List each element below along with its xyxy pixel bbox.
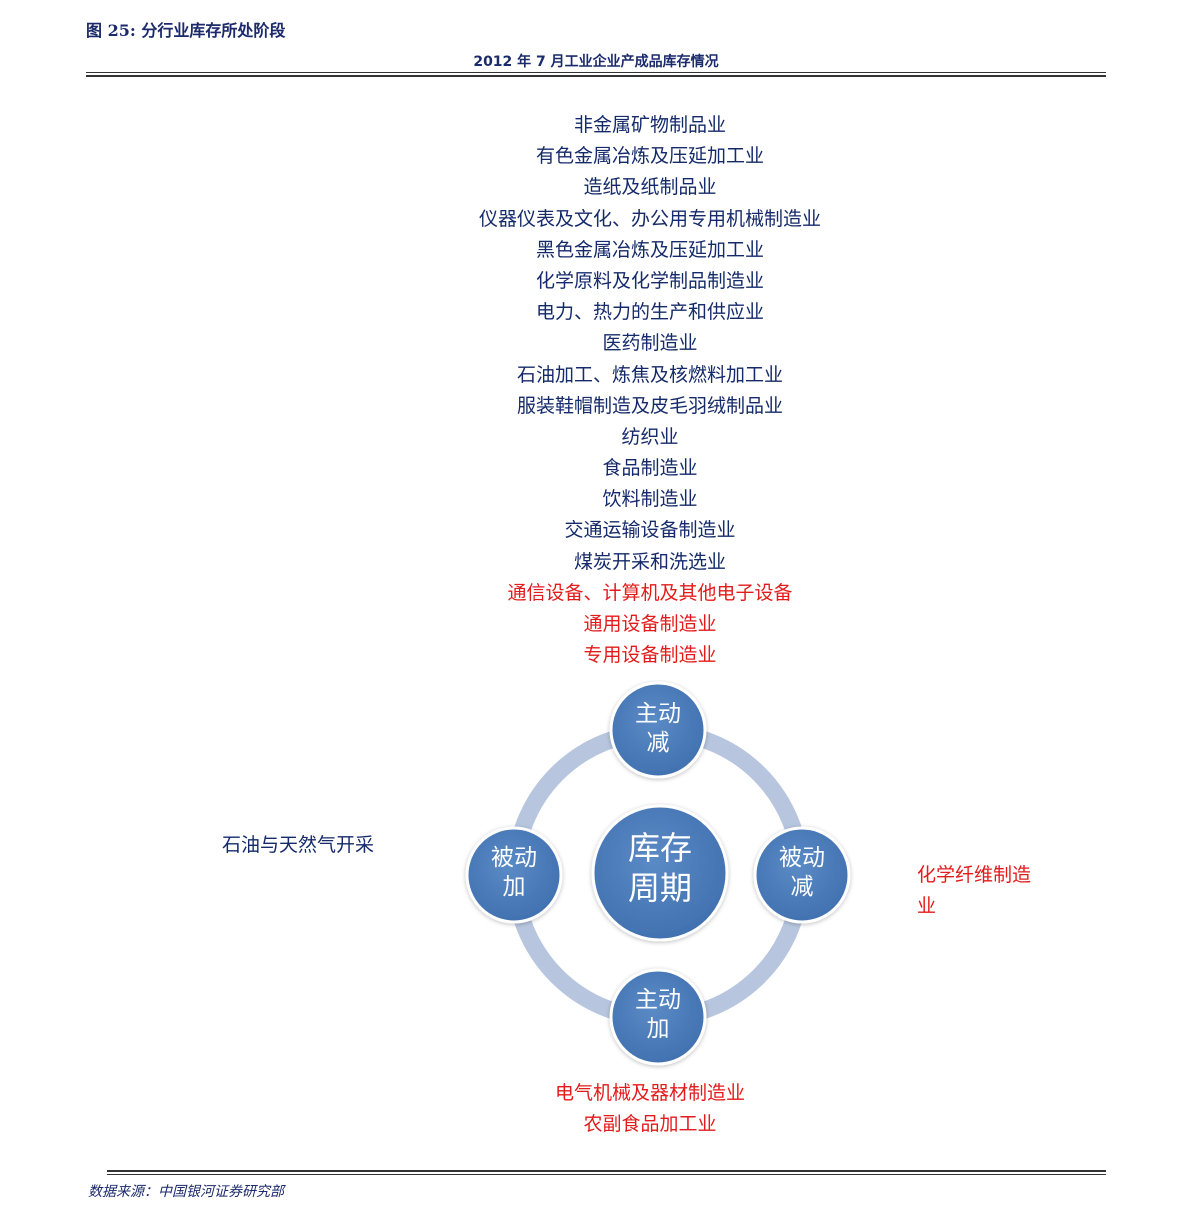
header-rule xyxy=(86,72,1106,73)
node-left xyxy=(465,826,563,924)
center-label: 库存 周期 xyxy=(590,828,730,908)
industry-item: 化学原料及化学制品制造业 xyxy=(535,269,764,292)
node-right-line-1: 被动 xyxy=(779,845,825,871)
center-label-line-1: 库存 xyxy=(627,829,692,867)
industry-item: 仪器仪表及文化、办公用专用机械制造业 xyxy=(478,207,821,230)
bottom-industry-item: 电气机械及器材制造业 xyxy=(554,1082,745,1104)
industry-item: 黑色金属冶炼及压延加工业 xyxy=(535,238,764,261)
node-top-line-1: 主动 xyxy=(635,701,681,727)
inventory-cycle-diagram: 库存 周期 主动 减 被动 减 主动 加 被动 加 xyxy=(440,680,880,1080)
node-top-line-2: 减 xyxy=(646,729,670,756)
node-top-label: 主动 减 xyxy=(610,700,706,758)
industry-item: 非金属矿物制品业 xyxy=(573,114,726,136)
node-right-line-2: 减 xyxy=(790,873,814,900)
left-industry-label: 石油与天然气开采 xyxy=(222,834,375,856)
node-bottom-line-1: 主动 xyxy=(635,987,681,1013)
header-rule-thick xyxy=(86,75,1106,77)
industry-item: 有色金属冶炼及压延加工业 xyxy=(535,145,764,168)
footer-rule xyxy=(107,1174,1106,1175)
industry-item: 石油加工、炼焦及核燃料加工业 xyxy=(516,363,783,386)
node-left-line-1: 被动 xyxy=(491,845,537,871)
top-industry-list: 非金属矿物制品业有色金属冶炼及压延加工业造纸及纸制品业仪器仪表及文化、办公用专用… xyxy=(400,110,900,671)
node-left-label: 被动 加 xyxy=(466,844,562,902)
industry-item: 交通运输设备制造业 xyxy=(564,519,736,542)
figure-title: 图 25: 分行业库存所处阶段 xyxy=(86,21,286,40)
node-right-label: 被动 减 xyxy=(754,844,850,902)
industry-item: 服装鞋帽制造及皮毛羽绒制品业 xyxy=(516,394,783,417)
industry-item: 食品制造业 xyxy=(602,457,698,480)
footer-rule-thick xyxy=(107,1170,1106,1172)
center-node xyxy=(591,804,729,942)
industry-item: 通信设备、计算机及其他电子设备 xyxy=(507,581,793,604)
data-source: 数据来源：中国银河证券研究部 xyxy=(88,1184,284,1200)
node-right xyxy=(753,826,851,924)
industry-item: 饮料制造业 xyxy=(602,488,698,511)
bottom-industry-list: 电气机械及器材制造业 农副食品加工业 xyxy=(400,1078,900,1140)
figure-subtitle: 2012 年 7 月工业企业产成品库存情况 xyxy=(473,54,719,70)
node-bottom xyxy=(609,968,707,1066)
industry-item: 通用设备制造业 xyxy=(583,613,717,635)
industry-item: 造纸及纸制品业 xyxy=(583,176,717,199)
industry-item: 医药制造业 xyxy=(602,332,698,355)
industry-item: 纺织业 xyxy=(621,425,679,448)
bottom-industry-item: 农副食品加工业 xyxy=(583,1113,717,1135)
node-bottom-label: 主动 加 xyxy=(610,986,706,1044)
right-industry-label: 化学纤维制造业 xyxy=(917,864,1032,917)
center-label-line-2: 周期 xyxy=(627,869,692,907)
node-left-line-2: 加 xyxy=(502,873,526,900)
node-bottom-line-2: 加 xyxy=(646,1015,670,1042)
industry-item: 煤炭开采和洗选业 xyxy=(573,550,726,573)
cycle-graphic xyxy=(465,681,851,1066)
node-top xyxy=(609,681,707,779)
industry-item: 专用设备制造业 xyxy=(583,644,717,667)
industry-item: 电力、热力的生产和供应业 xyxy=(535,301,764,324)
